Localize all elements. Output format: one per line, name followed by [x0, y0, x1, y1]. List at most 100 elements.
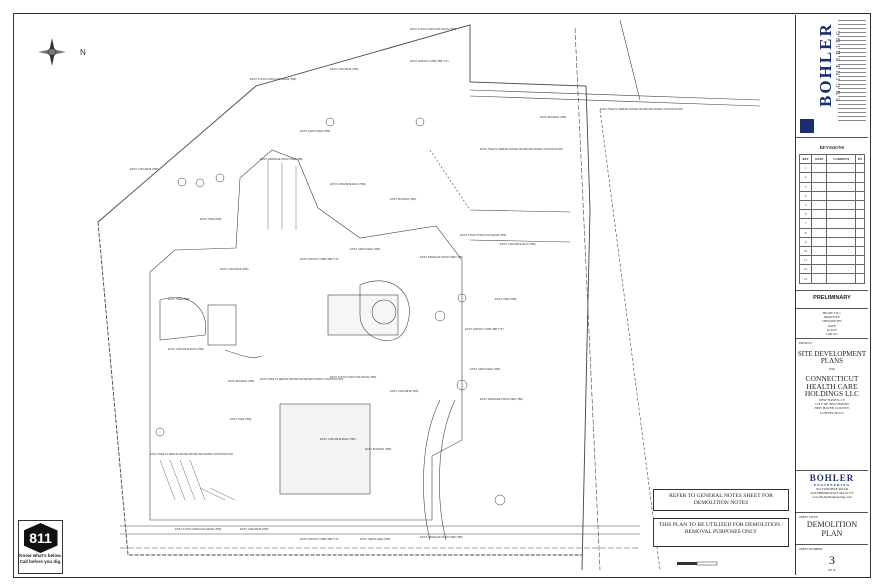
revision-cell — [811, 255, 828, 266]
revision-cell — [811, 218, 828, 229]
for-label: FOR — [829, 367, 835, 371]
revision-cell — [855, 209, 865, 220]
revision-cell — [826, 172, 857, 183]
plan-callout: EXIST. CONCRETE WALK (TBR) — [168, 348, 204, 351]
plan-callout: EXIST. DRAINAGE STRUCTURE (TBR) — [480, 398, 523, 401]
plan-callout: EXIST. TREE (TBR) — [495, 298, 517, 301]
revision-cell: 13 — [798, 273, 813, 284]
plan-callout: EXIST. CONCRETE (TBR) — [390, 390, 419, 393]
revision-cell: 5 — [798, 199, 813, 211]
sheet-title-label: SHEET TITLE: — [799, 515, 819, 519]
plan-callout: EXIST. GRASS AREA (TBR) — [350, 248, 380, 251]
graphic-scale — [677, 561, 718, 566]
office-address-line: 352 TURNPIKE ROAD — [815, 487, 849, 491]
project-info-line: DATE: — [827, 323, 837, 328]
sheet-number: 3 — [829, 553, 835, 567]
project-info-line: CHECKED BY: — [822, 319, 842, 324]
revision-row: 3 — [798, 181, 865, 192]
revision-row: 5 — [798, 199, 865, 211]
revision-cell: 3 — [798, 181, 813, 192]
project-info-line: PROJECT No.: — [822, 311, 842, 315]
location-line: CITY OF NEW HAVEN — [815, 401, 849, 406]
call-811-line1: Know what's below. — [19, 553, 62, 558]
plan-callout: EXIST. ASPHALT CURB (TBR TYP.) — [410, 60, 449, 63]
revision-cell: 4 — [798, 190, 813, 201]
plan-callout: EXIST. TREE (TBR) — [168, 298, 190, 301]
location-line: NEW HAVEN COUNTY, — [814, 406, 850, 411]
revision-cell — [811, 227, 828, 238]
plan-callout: EXIST. ASPHALT CURB (TBR TYP.) — [300, 538, 339, 541]
plan-callout: EXIST. TREE (TBR) — [230, 418, 252, 421]
plan-callout: EXIST. 6' HIGH CHAIN LINK FENCE (TBR) — [330, 376, 376, 379]
revision-cell: 6 — [798, 209, 813, 220]
revision-cell — [826, 181, 857, 192]
plan-callout: EXIST. GRASS AREA (TBR) — [300, 130, 330, 133]
cul-de-sac — [371, 299, 397, 325]
plan-callout: EXIST. BUILDING (TBR) — [365, 448, 392, 451]
revision-row: 13 — [798, 273, 865, 284]
revision-cell: 1 — [798, 163, 813, 174]
revision-cell — [826, 273, 857, 284]
plan-callout: EXIST. 6' HIGH CHAIN LINK FENCE (TBR) — [250, 78, 296, 81]
planting-island — [359, 280, 410, 341]
north-arrow-icon: N — [38, 38, 86, 66]
revision-cell — [826, 264, 857, 275]
plan-callout: EXIST. DRAINAGE STRUCTURE (TBR) — [260, 158, 303, 161]
preliminary-stamp: PRELIMINARY — [796, 290, 868, 308]
plan-callout: EXIST. BUILDING (TBR) — [228, 380, 255, 383]
property-line-west — [97, 221, 582, 556]
title-block: BOHLER ENGINEERING REVISIONS REVDATECOMM… — [795, 15, 868, 575]
revision-cell — [855, 199, 865, 211]
office-address-line: SOUTHBOROUGH, MA 01772 — [810, 491, 854, 495]
sheet-number-label: SHEET NUMBER: — [799, 547, 823, 551]
plan-callout: EXIST. ASPHALT CURB (TBR TYP.) — [465, 328, 504, 331]
sheet-title: DEMOLITION PLAN — [806, 520, 858, 538]
bohler-logo-icon — [800, 119, 814, 133]
property-line — [97, 24, 591, 571]
project-info-line: CAD I.D.: — [825, 332, 839, 337]
revision-cell — [811, 245, 828, 257]
revision-cell — [826, 218, 857, 229]
general-notes-reference: REFER TO GENERAL NOTES SHEET FOR DEMOLIT… — [653, 489, 789, 511]
revision-row: 7 — [798, 218, 865, 229]
revision-row: 11 — [798, 255, 865, 266]
project-block: PROJECT: SITE DEVELOPMENT PLANS FOR CONN… — [796, 338, 868, 470]
plan-callout: EXIST. TREE TO REMAIN AND BE PROTECTED D… — [480, 148, 563, 151]
revision-row: 12 — [798, 264, 865, 275]
demolition-purpose-note: THIS PLAN TO BE UTILIZED FOR DEMOLITION … — [653, 518, 789, 547]
revision-cell — [855, 245, 865, 257]
revision-cell — [855, 236, 865, 247]
plan-callout: EXIST. CONCRETE (TBR) — [240, 528, 269, 531]
building-footprint — [327, 294, 399, 336]
plan-callout: EXIST. ASPHALT CURB (TBR TYP.) — [300, 258, 339, 261]
office-address-line: www.BohlerEngineering.com — [812, 495, 852, 499]
revision-cell: 2 — [798, 172, 813, 183]
plan-callout: EXIST. 6' HIGH CHAIN LINK FENCE (TBR) — [410, 28, 456, 31]
plan-callout: EXIST. TREE TO REMAIN AND BE PROTECTED D… — [260, 378, 343, 381]
revision-cell — [826, 236, 857, 247]
revision-cell — [826, 209, 857, 220]
plan-callout: EXIST. CONCRETE (TBR) — [220, 268, 249, 271]
revision-cell — [811, 273, 828, 284]
revision-cell — [811, 209, 828, 220]
revision-cell — [811, 163, 828, 174]
project-info-line: SCALE: — [826, 327, 838, 332]
call-811-badge: 811 Know what's below. Call before you d… — [18, 520, 63, 574]
sheet-title-block: SHEET TITLE: DEMOLITION PLAN — [796, 512, 868, 544]
project-title: SITE DEVELOPMENT PLANS — [797, 350, 867, 365]
revision-cell — [811, 264, 828, 275]
office-brand-subtitle: ENGINEERING — [813, 483, 851, 487]
revision-cell — [826, 163, 857, 174]
plan-callout: EXIST. DRAINAGE STRUCTURE (TBR) — [420, 536, 463, 539]
driveway — [423, 399, 441, 541]
plan-callout: EXIST. CONCRETE WALK (TBR) — [320, 438, 356, 441]
plan-callout: EXIST. CONCRETE (TBR) — [330, 68, 359, 71]
north-label: N — [80, 48, 86, 57]
driveway — [439, 399, 456, 541]
revision-cell: 10 — [798, 245, 813, 257]
rev-header: REV — [798, 153, 813, 165]
